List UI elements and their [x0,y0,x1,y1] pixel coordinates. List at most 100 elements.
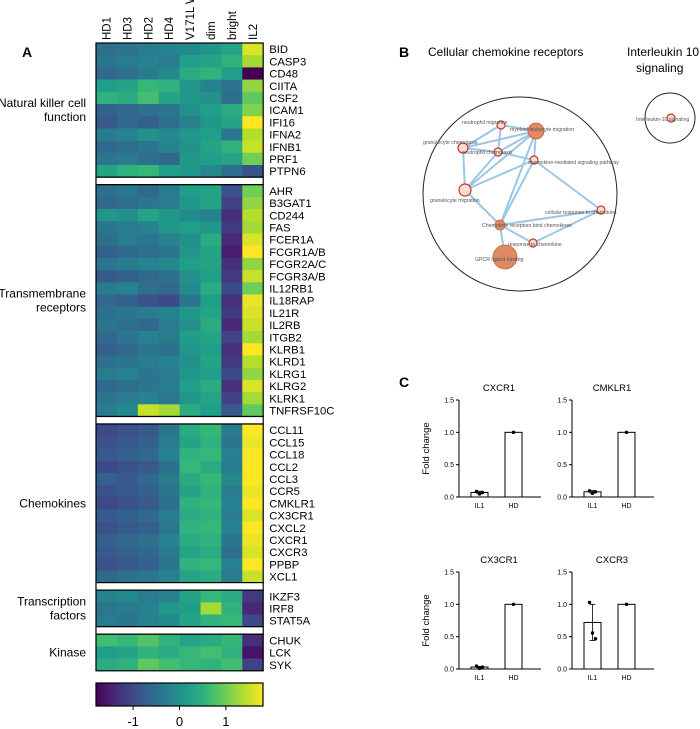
heatmap-cell [116,448,139,461]
heatmap-cell [137,209,159,222]
heatmap-cell [221,294,243,307]
y-tick-label: 0.0 [444,495,454,502]
heatmap-cell [242,436,264,449]
heatmap-cell [137,367,159,381]
heatmap-cell [96,140,118,154]
heatmap-cell [242,521,264,535]
heatmap-cell [221,634,243,647]
heatmap-cell [137,424,159,437]
cluster-outline-il10 [644,92,696,144]
heatmap-cell [242,152,264,166]
heatmap-cell [179,294,201,307]
row-label: ICAM1 [269,105,304,117]
heatmap-cell [221,392,243,405]
network-node [458,183,472,197]
heatmap-cell [221,184,243,198]
heatmap-cell [116,590,139,603]
heatmap-cell [137,590,159,603]
heatmap-cell [96,614,118,627]
heatmap-cell [242,485,264,498]
network-edge [533,159,602,211]
column-label: HD3 [122,17,134,40]
group-label: Natural killer cell [0,96,86,110]
data-point [477,666,482,671]
heatmap-cell [158,152,180,166]
heatmap-cell [221,533,243,547]
heatmap-cell [137,306,159,320]
heatmap-cell [96,67,118,80]
network-node-label: granulocyte migration [430,198,480,204]
heatmap-cell [200,221,222,234]
heatmap-cell [179,140,201,154]
heatmap-cell [137,646,159,659]
heatmap-cell [137,448,159,461]
heatmap-cell [242,116,264,129]
y-tick-label: 1.5 [557,398,567,405]
bar [617,603,636,670]
heatmap-cell [221,331,243,344]
heatmap-cell [179,570,201,583]
heatmap-cell [221,546,243,559]
heatmap-cell [158,104,180,117]
heatmap-cell [116,367,139,381]
group-label: Kinase [49,646,86,660]
heatmap-cell [158,282,180,295]
network-node [492,244,518,270]
heatmap-cell [200,602,222,615]
row-label: CMKLR1 [269,498,315,510]
heatmap-cell [96,294,118,307]
heatmap-cell [200,558,222,571]
heatmap-cell [116,379,139,393]
heatmap-cell [96,282,118,295]
colorbar-tick-label: 1 [222,714,229,729]
heatmap-cell [179,533,201,547]
heatmap-cell [221,424,243,437]
network-edge [462,147,499,153]
y-tick-label: 0.5 [444,462,454,469]
heatmap-cell [116,221,139,234]
heatmap-cell [179,43,201,56]
heatmap-cell [158,257,180,271]
row-label: KLRB1 [269,345,305,357]
network-edge [532,209,602,244]
x-tick-label: HD [508,503,518,510]
heatmap-cell [200,140,222,154]
heatmap-cell [242,104,264,117]
heatmap-cell [137,355,159,368]
heatmap-group-frame [95,633,264,672]
heatmap-cell [221,460,243,474]
heatmap-cell [96,570,118,583]
heatmap-cell [137,614,159,627]
heatmap-cell [137,184,159,198]
heatmap-cell [137,294,159,307]
bar-chart-title: CXCR3 [596,555,628,566]
heatmap-cell [221,165,243,178]
row-label: XCL1 [269,572,297,584]
bar [504,431,523,498]
heatmap-cell [179,282,201,295]
heatmap-cell [158,306,180,320]
heatmap-cell [96,128,118,141]
heatmap-cell [221,318,243,332]
heatmap-cell [137,116,159,129]
heatmap-cell [96,318,118,332]
row-label: IFI16 [269,117,295,129]
heatmap-cell [96,43,118,56]
heatmap-cell [200,152,222,166]
heatmap-cell [96,634,118,647]
heatmap-cell [96,79,118,93]
colorbar-tick-label: -1 [127,714,139,729]
heatmap-cell [116,404,139,417]
data-point [511,430,516,435]
network-node-label: neutrophil migration [462,120,508,126]
heatmap-cell [200,116,222,129]
bar [617,431,636,498]
heatmap-cell [137,233,159,246]
heatmap-cell [116,436,139,449]
heatmap-cell [179,392,201,405]
heatmap-cell [200,392,222,405]
row-label: CXCL2 [269,523,305,535]
